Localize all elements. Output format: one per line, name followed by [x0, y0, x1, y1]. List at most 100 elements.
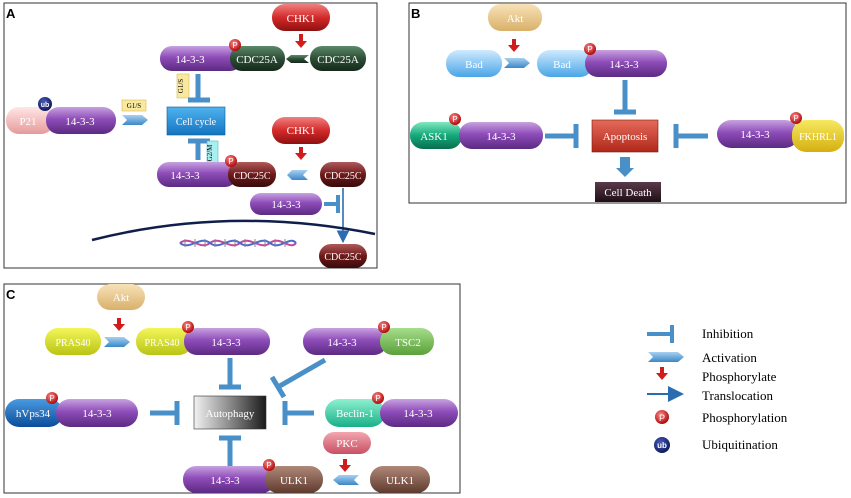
- activation-chevron-icon: [504, 58, 530, 68]
- legend-phosphorylate-label: Phosphorylate: [702, 369, 777, 384]
- hvps34-14-3-3-label: 14-3-3: [82, 408, 112, 420]
- bad-label: Bad: [465, 59, 483, 71]
- pkc-node: [323, 432, 371, 454]
- phospho-p-text: P: [49, 394, 54, 403]
- protein-14-3-3-cdc25a: [160, 46, 242, 71]
- phospho-p-text: P: [452, 115, 457, 124]
- legend-ub-text: ub: [657, 441, 667, 450]
- activation-chevron-icon: [286, 55, 309, 63]
- pras40-14-3-3-label: 14-3-3: [211, 337, 241, 349]
- bad-node: [446, 50, 502, 77]
- inhibition-line: [276, 357, 327, 390]
- activation-chevron-icon: [104, 337, 130, 347]
- pras40-node: [45, 328, 101, 355]
- apoptosis-label: Apoptosis: [603, 131, 648, 143]
- akt-node-c: [97, 284, 145, 310]
- cell-death-node: [595, 182, 661, 202]
- beclin1-label: Beclin-1: [336, 408, 374, 420]
- g1s-tag-horizontal: [121, 99, 147, 112]
- g2m-tag-text: G2/M: [206, 144, 214, 162]
- phosphorylate-arrow-icon: [113, 318, 125, 331]
- inhibition-bar-icon: [269, 375, 287, 399]
- activation-chevron-icon: [287, 170, 308, 180]
- p21-label: P21: [19, 116, 36, 128]
- panel-a: CHK1 14-3-3 CDC25A P CDC25A G1/S P21 14-…: [6, 4, 376, 268]
- phospho-p-icon: [372, 392, 384, 404]
- legend-activation-icon: [648, 352, 684, 362]
- legend-phosphorylate-icon: [656, 367, 668, 380]
- beclin1-node: [325, 399, 385, 427]
- chk1-node-top: [272, 4, 330, 31]
- akt-label-c: Akt: [113, 292, 130, 304]
- bad-phospho-node: [537, 50, 593, 77]
- panel-a-label: A: [6, 6, 16, 21]
- ask1-label: ASK1: [420, 131, 448, 143]
- legend-phosphorylation-label: Phosphorylation: [702, 410, 788, 425]
- activation-chevron-icon: [122, 115, 148, 125]
- cell-death-label: Cell Death: [604, 187, 652, 199]
- chk1-node-bottom: [272, 117, 330, 144]
- hvps34-14-3-3-node: [56, 399, 138, 427]
- ubiquitin-icon: [38, 97, 52, 111]
- legend-ubiquitination-label: Ubiquitination: [702, 437, 778, 452]
- ask1-14-3-3-node: [459, 122, 543, 149]
- ulk1-14-3-3-node: [183, 466, 275, 493]
- autophagy-node: [193, 395, 267, 430]
- akt-label-b: Akt: [507, 13, 524, 25]
- legend-phosphorylation-icon: [655, 410, 669, 424]
- hvps34-node: [5, 399, 63, 427]
- fkhrl1-14-3-3-label: 14-3-3: [740, 129, 770, 141]
- phospho-p-icon: [263, 459, 275, 471]
- chk1-label-bottom: CHK1: [287, 125, 316, 137]
- dna-helix-icon: [179, 239, 297, 247]
- tsc2-14-3-3-node: [303, 328, 387, 355]
- cdc25a-node: [310, 46, 366, 71]
- phosphorylate-arrow-icon: [295, 147, 307, 160]
- tsc2-node: [380, 328, 434, 355]
- cdc25a-phospho-label: CDC25A: [236, 54, 278, 66]
- phospho-p-text: P: [587, 45, 592, 54]
- pkc-label: PKC: [336, 438, 357, 450]
- legend-translocation-label: Translocation: [702, 388, 774, 403]
- phospho-p-text: P: [185, 323, 190, 332]
- protein-14-3-3-free-label: 14-3-3: [271, 199, 301, 211]
- ulk1-label: ULK1: [386, 475, 414, 487]
- ask1-14-3-3-label: 14-3-3: [486, 131, 516, 143]
- autophagy-label: Autophagy: [206, 408, 255, 420]
- phospho-p-icon: [790, 112, 802, 124]
- phospho-p-text: P: [793, 114, 798, 123]
- phospho-p-text: P: [266, 461, 271, 470]
- down-arrow-icon: [616, 157, 634, 177]
- ubiquitin-text: ub: [41, 102, 50, 109]
- protein-14-3-3-label: 14-3-3: [175, 54, 205, 66]
- apoptosis-node: [591, 119, 659, 153]
- phospho-p-icon: [378, 321, 390, 333]
- fkhrl1-label: FKHRL1: [799, 132, 837, 143]
- phospho-p-icon: [584, 43, 596, 55]
- akt-node-b: [488, 4, 542, 31]
- g1s-tag-horizontal-text: G1/S: [127, 102, 142, 110]
- cdc25c-label: CDC25C: [324, 171, 362, 182]
- pras40-phospho-node: [136, 328, 192, 355]
- phospho-p-icon: [46, 392, 58, 404]
- nuclear-membrane: [91, 219, 376, 242]
- pras40-phospho-label: PRAS40: [144, 338, 179, 349]
- phospho-p-text: P: [381, 323, 386, 332]
- fkhrl1-14-3-3-node: [717, 120, 799, 148]
- tsc2-label: TSC2: [395, 337, 421, 349]
- bad-14-3-3-label: 14-3-3: [609, 59, 639, 71]
- phospho-p-text: P: [375, 394, 380, 403]
- cdc25c-phospho-label: CDC25C: [233, 171, 271, 182]
- g1s-tag-vertical-text: G1/S: [177, 79, 185, 94]
- legend-ubiquitination-icon: [654, 437, 670, 453]
- panel-b-label: B: [411, 6, 420, 21]
- bad-14-3-3-node: [585, 50, 667, 77]
- protein-14-3-3-free: [250, 193, 322, 215]
- phospho-p-icon: [229, 39, 241, 51]
- legend: Inhibition Activation Phosphorylate Tran…: [647, 325, 788, 453]
- cdc25c-nucleus-label: CDC25C: [324, 252, 362, 263]
- phospho-p-text: P: [232, 41, 237, 50]
- phospho-p-icon: [449, 113, 461, 125]
- ulk1-phospho-node: [265, 466, 323, 493]
- p21-14-3-3-node: [46, 107, 116, 134]
